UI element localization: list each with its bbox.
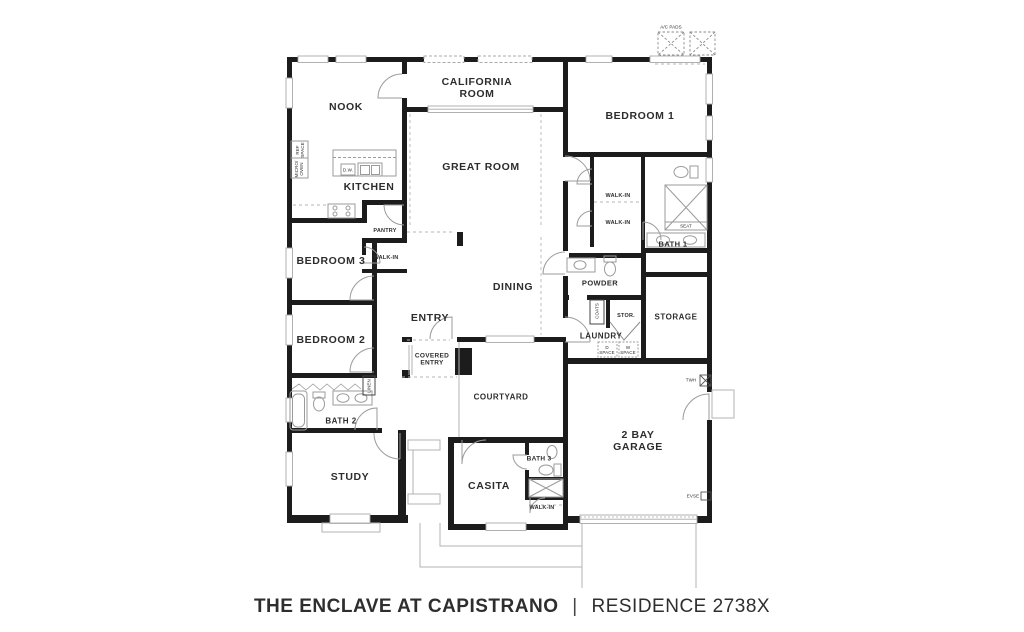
room-label-nook: NOOK [329, 100, 363, 113]
title-separator: | [572, 596, 578, 617]
twh-label: TWH [685, 377, 697, 383]
room-label-laundry: LAUNDRY [579, 331, 623, 341]
dishwasher-label: D.W. [342, 167, 354, 173]
micro-oven-label: MICRO/ OVEN [293, 160, 304, 178]
dryer-space-label: D SPACE [599, 344, 615, 355]
window-mullions [428, 108, 697, 520]
room-label-pantry: PANTRY [373, 227, 397, 234]
room-label-great-room: GREAT ROOM [442, 160, 520, 173]
room-label-bedroom-1: BEDROOM 1 [605, 109, 675, 122]
ref-space-label: REF SPACE [294, 142, 305, 158]
coats-label: COATS [594, 303, 600, 319]
room-label-bath-2: BATH 2 [325, 416, 357, 426]
walk-in-bed3-label: WALK-IN [373, 254, 399, 261]
room-label-courtyard: COURTYARD [473, 392, 529, 402]
room-label-garage: 2 BAY GARAGE [613, 428, 663, 453]
evse-label: EVSE [686, 493, 700, 499]
room-label-entry: ENTRY [410, 311, 450, 324]
flatwork [321, 342, 735, 588]
dashed-lines [293, 63, 705, 506]
room-label-storage: STORAGE [654, 312, 698, 322]
linen-label: LINEN [366, 379, 372, 393]
stor-label: STOR. [617, 312, 635, 319]
walk-in-casita-label: WALK-IN [529, 504, 555, 511]
walk-in-1-label: WALK-IN [605, 192, 631, 199]
doors [349, 73, 710, 514]
walk-in-2-label: WALK-IN [605, 219, 631, 226]
powder-fixtures [566, 255, 641, 358]
room-label-bedroom-2: BEDROOM 2 [296, 333, 366, 346]
room-label-casita: CASITA [468, 479, 510, 492]
room-label-study: STUDY [330, 470, 370, 483]
windows [285, 55, 713, 531]
bath3-fixtures [528, 445, 564, 498]
room-label-california-room: CALIFORNIA ROOM [441, 75, 513, 100]
evse-box [700, 491, 712, 501]
bath2-fixtures [289, 375, 376, 431]
seat-label: SEAT [680, 223, 692, 229]
room-label-bedroom-3: BEDROOM 3 [296, 254, 366, 267]
ac-pads [657, 31, 716, 56]
room-label-powder: POWDER [581, 278, 619, 288]
bath1-fixtures [646, 165, 708, 248]
plan-title: THE ENCLAVE AT CAPISTRANO | RESIDENCE 27… [0, 596, 1024, 618]
room-label-dining: DINING [492, 280, 534, 293]
washer-space-label: W SPACE [620, 344, 636, 355]
kitchen-fixtures [290, 140, 397, 219]
covered-entry-label: COVERED ENTRY [414, 352, 450, 367]
residence-name: RESIDENCE 2738X [591, 596, 771, 617]
room-label-bath-3: BATH 3 [526, 455, 552, 463]
room-label-bath-1: BATH 1 [658, 239, 688, 249]
room-label-kitchen: KITCHEN [343, 180, 395, 193]
twh-box [699, 374, 712, 387]
ac-pads-label: A/C PADS [660, 24, 682, 30]
community-name: THE ENCLAVE AT CAPISTRANO [253, 596, 559, 617]
